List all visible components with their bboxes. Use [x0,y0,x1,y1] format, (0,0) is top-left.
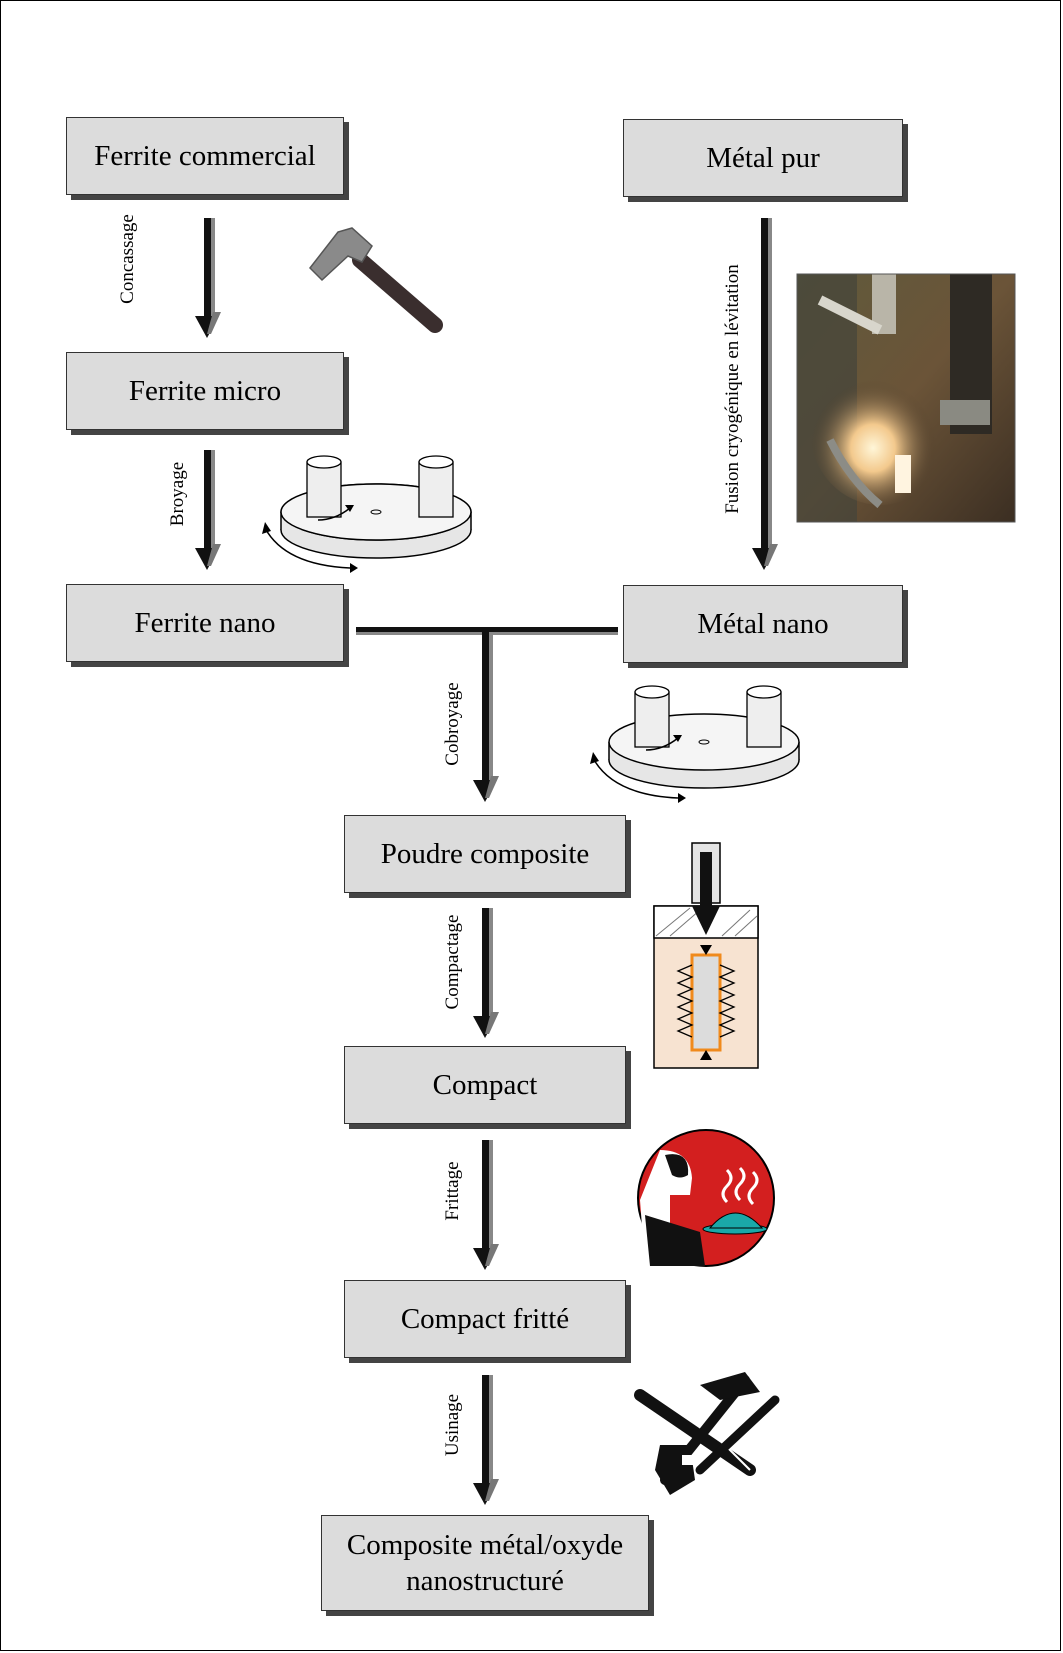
box-ferrite-micro: Ferrite micro [66,352,344,430]
tools-icon [634,1372,780,1495]
box-poudre-composite: Poudre composite [344,815,626,893]
ball-mill-icon-2 [590,685,800,803]
levitation-furnace-photo [796,273,1016,523]
box-compact: Compact [344,1046,626,1124]
arrow-compactage [473,908,499,1038]
arrow-frittage [473,1140,499,1270]
box-ferrite-nano: Ferrite nano [66,584,344,662]
arrow-cobroyage [473,632,499,802]
box-metal-pur: Métal pur [623,119,903,197]
box-metal-nano: Métal nano [623,585,903,663]
box-compact-fritte: Compact fritté [344,1280,626,1358]
arrow-broyage [195,450,221,570]
arrow-usinage [473,1375,499,1505]
ball-mill-icon [262,455,472,573]
composite-line-1: Composite métal/oxyde [346,1528,624,1561]
hammer-icon [309,227,443,333]
waiter-serving-icon [637,1129,775,1267]
arrow-concassage [195,218,221,338]
arrow-fusion [752,218,778,570]
box-ferrite-commercial: Ferrite commercial [66,117,344,195]
box-composite-nanostructure: Composite métal/oxyde nanostructuré [321,1515,649,1611]
composite-line-2: nanostructuré [406,1565,564,1597]
press-die-icon [653,842,759,1069]
